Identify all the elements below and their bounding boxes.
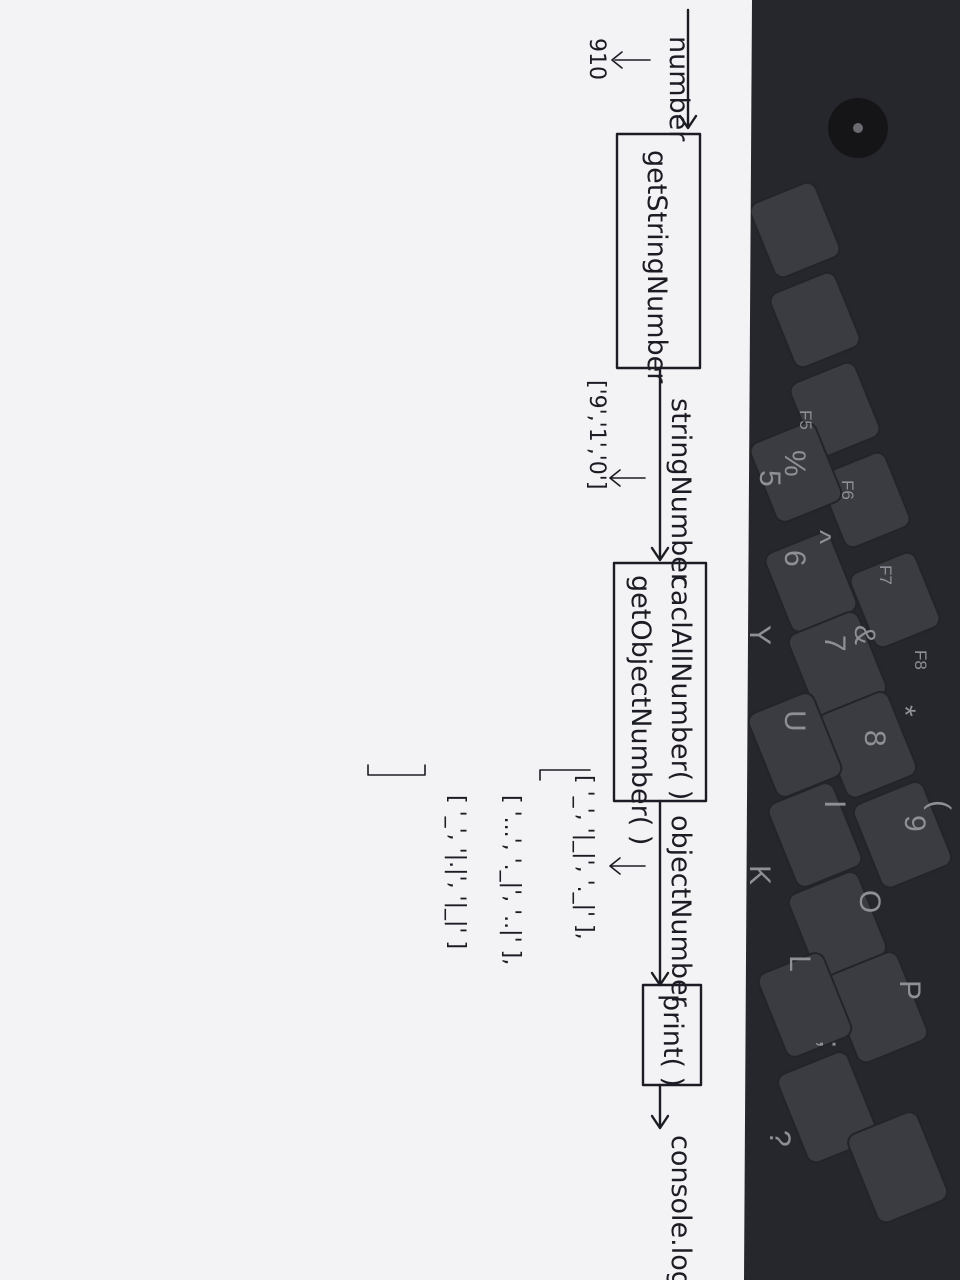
cacl-all-number-label: caclAllNumber( ) xyxy=(665,575,696,800)
key-I: I xyxy=(818,800,851,808)
open-bracket-mark xyxy=(539,769,591,781)
key-f8: F8 xyxy=(911,650,930,670)
number-label: number xyxy=(663,36,694,142)
object-number-example-arrow xyxy=(609,857,646,875)
key-K: K xyxy=(743,865,776,885)
key-8: 8 xyxy=(858,730,891,747)
object-example-row-3: [ '_', '|.|', '|_|' ] xyxy=(444,795,469,949)
input-arrow xyxy=(678,8,698,130)
number-example: 910 xyxy=(584,38,609,80)
key-U: U xyxy=(778,710,811,732)
key-f6: F6 xyxy=(838,480,857,500)
key-semicolon: ; xyxy=(813,1040,846,1048)
paper-sheet xyxy=(0,0,752,1280)
console-log-label: console.log xyxy=(665,1135,696,1280)
string-number-arrow xyxy=(650,366,670,562)
string-number-example-arrow xyxy=(609,469,646,487)
object-example-row-2: [ '...', '._|', '..|' ], xyxy=(499,795,524,965)
object-example-row-1: [ '_', '|_|', '._|' ], xyxy=(572,775,597,940)
key-question: ? xyxy=(763,1130,796,1147)
key-9: 9 xyxy=(898,815,931,832)
get-object-number-label: getObjectNumber( ) xyxy=(625,575,656,845)
key-7: 7 xyxy=(818,635,851,652)
print-box xyxy=(641,983,703,1087)
get-string-number-label: getStringNumber xyxy=(641,150,672,384)
key-ampersand: & xyxy=(848,625,881,645)
key-f7: F7 xyxy=(876,565,895,585)
console-log-arrow xyxy=(650,1083,670,1130)
key-asterisk: * xyxy=(888,705,921,717)
print-label: print( ) xyxy=(657,994,688,1087)
key-5: 5 xyxy=(753,470,786,487)
flow-diagram: number 910 getStringNumber stringNumber … xyxy=(367,8,708,1280)
close-bracket-mark xyxy=(367,764,426,776)
key-Y: Y xyxy=(743,625,776,645)
laptop-keyboard: 5 % 6 ^ 7 & 8 * 9 ( Y U I O P K L ; ? F5… xyxy=(743,98,956,1224)
key-f5: F5 xyxy=(796,410,815,430)
object-number-label: objectNumber xyxy=(665,815,696,1008)
key-percent: % xyxy=(778,450,811,477)
key-caret: ^ xyxy=(803,530,836,544)
key-6: 6 xyxy=(778,550,811,567)
string-number-example: ['9','1','0'] xyxy=(584,380,609,489)
number-example-arrow xyxy=(611,51,651,69)
get-string-number-box xyxy=(615,132,702,370)
key-O: O xyxy=(853,890,886,913)
key-paren: ( xyxy=(923,800,956,810)
string-number-label: stringNumber xyxy=(665,398,696,585)
key-L: L xyxy=(783,955,816,972)
key-P: P xyxy=(893,980,926,1000)
